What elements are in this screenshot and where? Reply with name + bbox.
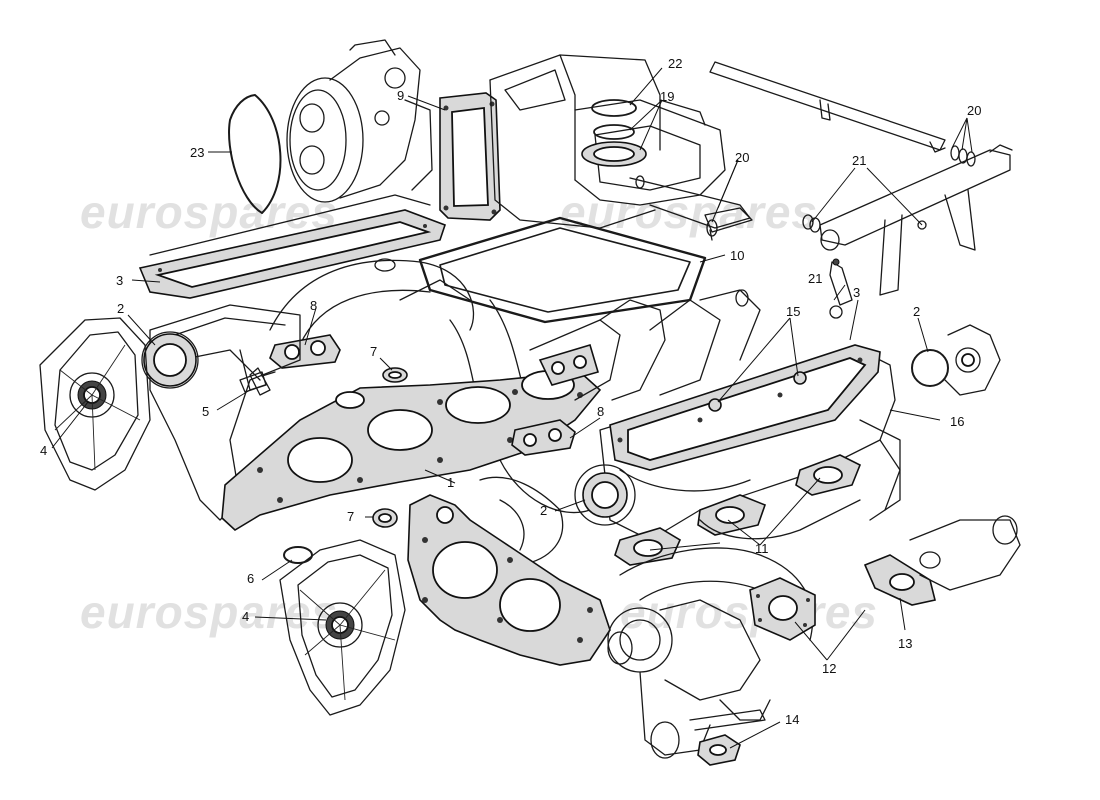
callout-4-upper: 4 xyxy=(40,443,47,458)
callout-23: 23 xyxy=(190,145,204,160)
gasket-8-upper xyxy=(269,334,341,369)
gasket-14 xyxy=(697,734,741,766)
injector-rail xyxy=(802,144,1013,319)
callout-17: 19 xyxy=(660,89,674,104)
callout-5: 5 xyxy=(202,404,209,419)
callout-19: 20 xyxy=(735,150,749,165)
watermark-text: eurospares xyxy=(80,186,338,238)
throttle-body xyxy=(286,39,433,203)
pipe-orings-19 xyxy=(629,175,753,241)
callout-8-upper: 8 xyxy=(310,298,317,313)
gasket-13-elbow xyxy=(863,515,1021,606)
sensor-5 xyxy=(239,371,276,393)
callout-2-left: 2 xyxy=(117,301,124,316)
gasket-12 xyxy=(749,577,816,641)
gasket-8-middle xyxy=(511,419,576,456)
oring-6 xyxy=(283,546,313,564)
callout-8-middle: 8 xyxy=(597,404,604,419)
callout-6: 6 xyxy=(247,571,254,586)
callout-15: 15 xyxy=(786,304,800,319)
watermark-text: eurospares xyxy=(560,186,818,238)
seal-2-left xyxy=(143,333,197,387)
callout-10: 10 xyxy=(730,248,744,263)
callout-3-left: 3 xyxy=(116,273,123,288)
callout-7-lower: 7 xyxy=(347,509,354,524)
callout-21: 21 xyxy=(852,153,866,168)
timing-cover-lower xyxy=(279,539,406,716)
fittings-15 xyxy=(708,371,807,412)
watermark-text: eurospares xyxy=(80,586,338,638)
callout-3-right: 3 xyxy=(853,285,860,300)
cylinder-head-right xyxy=(599,344,901,541)
head-gasket-lower xyxy=(407,494,611,666)
watermark-group: eurospares eurospares eurospares eurospa… xyxy=(80,186,878,638)
seal-rings-22-17 xyxy=(581,99,647,167)
callout-12: 12 xyxy=(822,661,836,676)
gasket-9 xyxy=(439,92,501,221)
callout-2-far-right: 2 xyxy=(913,304,920,319)
watermark-text: eurospares xyxy=(620,586,878,638)
callout-1: 1 xyxy=(447,475,454,490)
fuel-rail xyxy=(709,61,976,167)
callout-14: 14 xyxy=(785,712,799,727)
callout-20-lower: 21 xyxy=(808,271,822,286)
exhaust-gaskets-11 xyxy=(614,454,862,566)
callout-20-top: 20 xyxy=(967,103,981,118)
callout-4-lower: 4 xyxy=(242,609,249,624)
callout-22: 22 xyxy=(668,56,682,71)
washer-7-upper xyxy=(382,367,408,383)
callout-labels: 23 9 22 19 20 20 21 21 10 3 3 2 2 8 7 5 … xyxy=(40,56,981,727)
callout-2-head: 2 xyxy=(540,503,547,518)
callout-9: 9 xyxy=(397,88,404,103)
seal-2-far-right xyxy=(911,324,1001,396)
intake-plenum xyxy=(489,54,726,229)
callout-7-upper: 7 xyxy=(370,344,377,359)
callout-16: 16 xyxy=(950,414,964,429)
oring-seal-23 xyxy=(228,94,282,214)
leader-lines xyxy=(51,67,973,749)
callout-13: 13 xyxy=(898,636,912,651)
upper-block-center xyxy=(479,319,621,566)
seal-2-right-head xyxy=(574,464,636,526)
callout-11: 11 xyxy=(755,541,769,556)
timing-cover-upper-left xyxy=(39,317,151,491)
washer-7-lower xyxy=(372,508,398,528)
cam-cover-gasket-left xyxy=(138,194,447,299)
turbo-exhaust-assembly xyxy=(607,499,861,759)
